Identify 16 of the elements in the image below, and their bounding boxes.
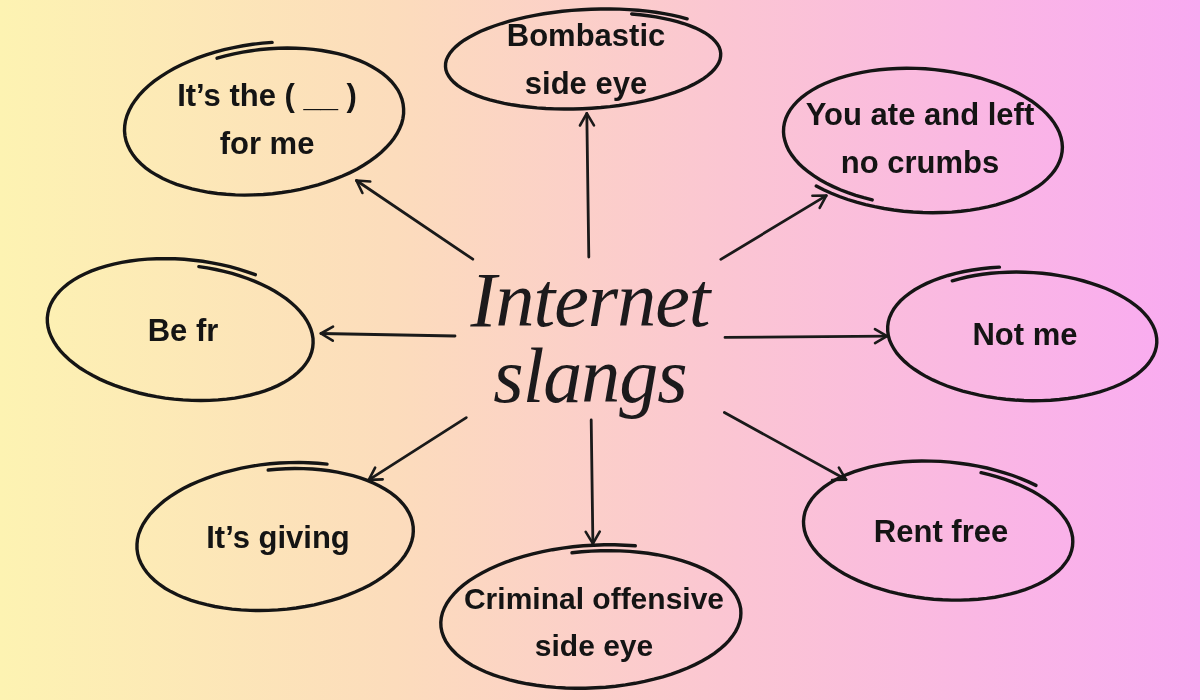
arrow	[723, 411, 848, 482]
arrow	[355, 179, 475, 261]
bubble-text: It’s giving	[206, 519, 350, 557]
arrow	[584, 418, 602, 546]
bubble-text: Criminal offensive side eye	[462, 580, 726, 664]
bubble-text: It’s the ( __ ) for me	[176, 76, 358, 163]
arrow	[719, 194, 828, 261]
bubble-text: Bombastic side eye	[505, 16, 667, 103]
arrow	[578, 112, 596, 259]
bubble-text: Be fr	[147, 312, 219, 350]
bubble-text: Not me	[972, 316, 1078, 354]
arrow	[319, 325, 457, 342]
bubble-text: Rent free	[873, 513, 1009, 551]
arrow	[367, 416, 468, 482]
bubble-text: You ate and left no crumbs	[804, 95, 1036, 182]
arrow	[723, 327, 889, 345]
